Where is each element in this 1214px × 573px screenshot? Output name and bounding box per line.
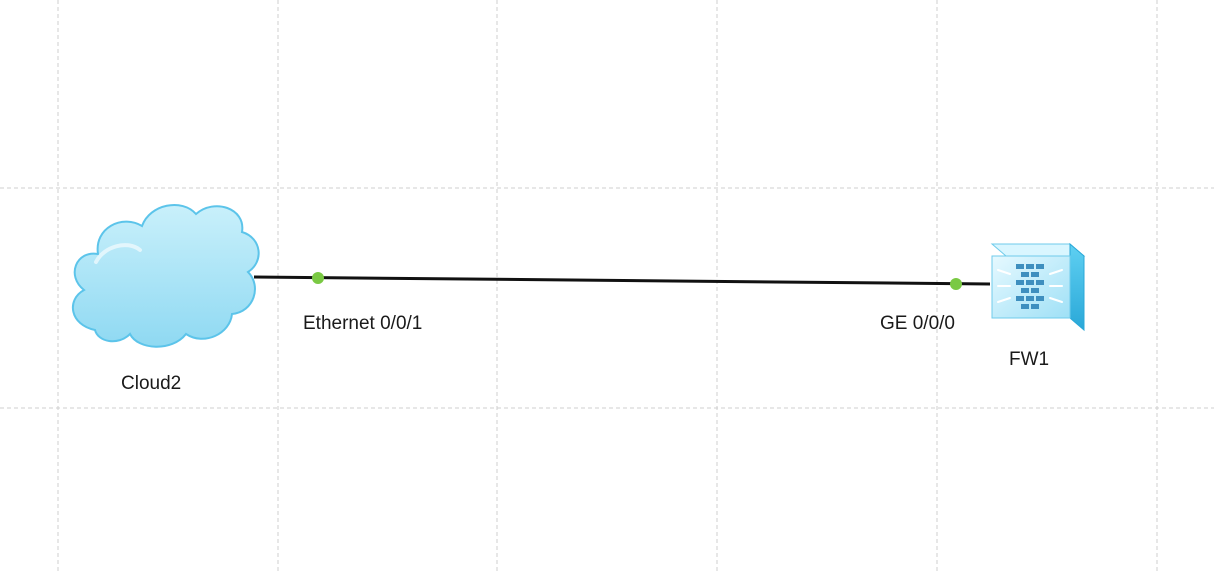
device-cloud2[interactable] xyxy=(71,204,260,348)
port-indicator-ge-0-0-0 xyxy=(950,278,962,290)
port-label-ge-0-0-0: GE 0/0/0 xyxy=(880,313,955,334)
link-cloud2-fw1[interactable] xyxy=(253,272,991,290)
cloud-icon xyxy=(71,204,260,348)
port-label-ethernet-0-0-1: Ethernet 0/0/1 xyxy=(303,313,423,334)
firewall-icon xyxy=(990,242,1086,332)
port-indicator-ethernet-0-0-1 xyxy=(312,272,324,284)
device-label-cloud2: Cloud2 xyxy=(121,373,182,394)
device-fw1[interactable] xyxy=(990,242,1086,332)
device-label-fw1: FW1 xyxy=(1009,349,1050,370)
